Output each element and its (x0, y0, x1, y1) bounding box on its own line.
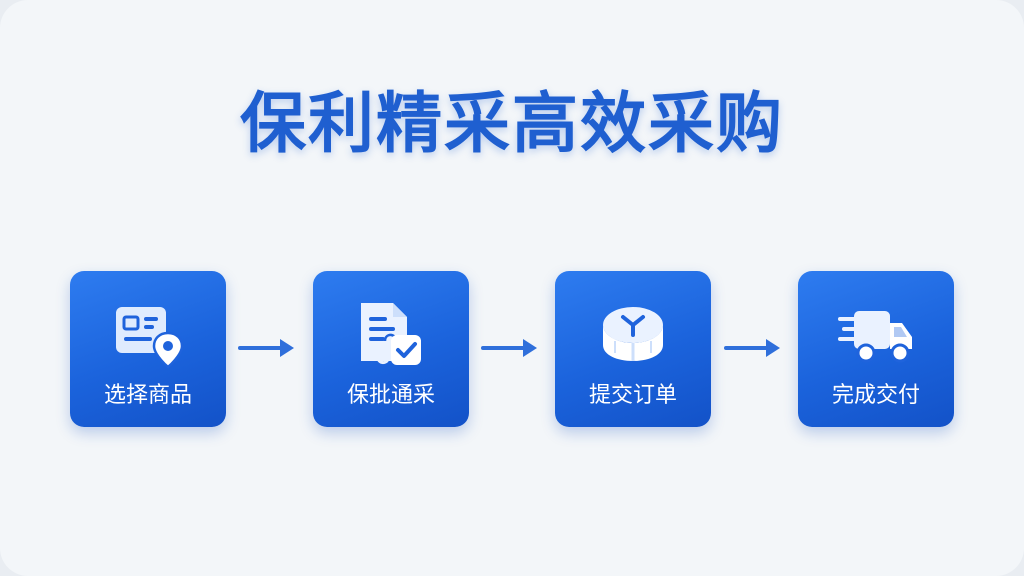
product-location-icon (116, 307, 184, 369)
step-select-product: 选择商品 (70, 271, 226, 427)
step-complete-delivery: 完成交付 (798, 271, 954, 427)
page-title: 保利精采高效采购 (240, 85, 784, 162)
step-label: 完成交付 (831, 383, 920, 408)
order-box-icon (603, 307, 663, 361)
arrow-right-icon (238, 339, 294, 357)
delivery-truck-icon (838, 311, 912, 363)
step-submit-order: 提交订单 (555, 271, 711, 427)
step-approve-purchase: 保批通采 (313, 271, 469, 427)
step-label: 保批通采 (346, 383, 435, 408)
step-label: 选择商品 (103, 383, 192, 408)
arrow-right-icon (481, 339, 537, 357)
step-label: 提交订单 (588, 383, 677, 408)
arrow-right-icon (724, 339, 780, 357)
document-check-icon (361, 303, 421, 365)
